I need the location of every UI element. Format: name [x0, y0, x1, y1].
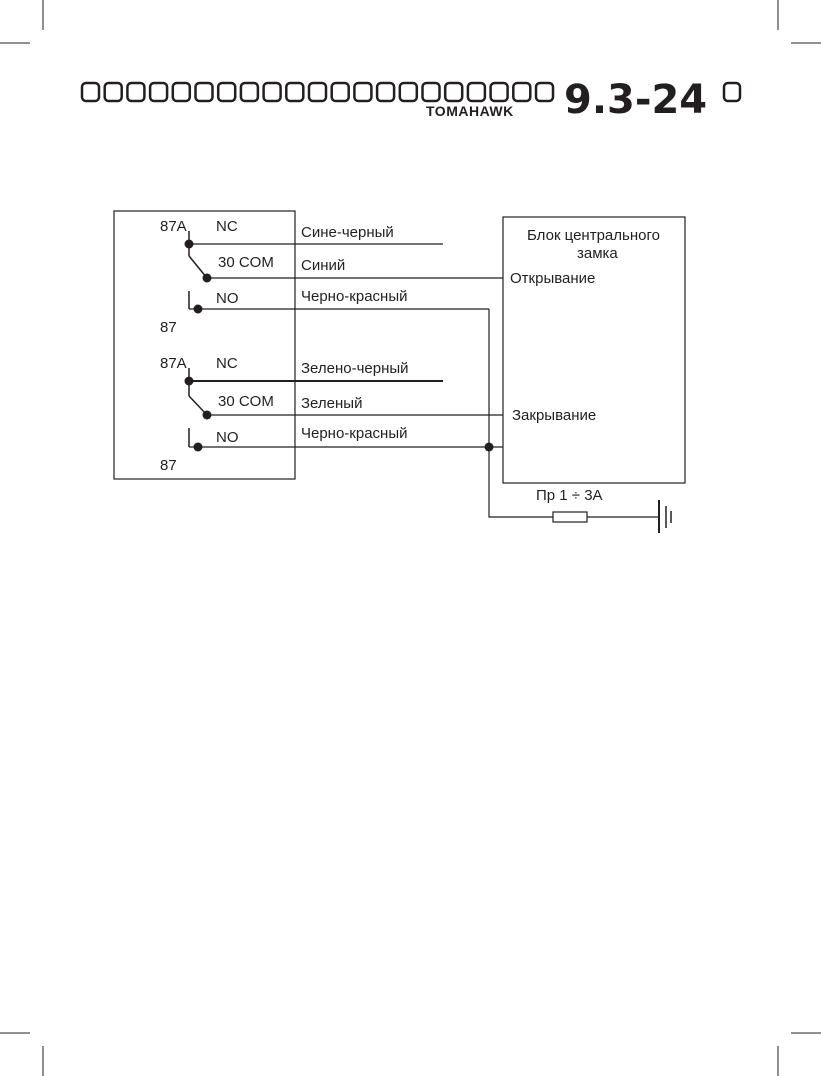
header-placeholder-box	[398, 81, 419, 103]
header-placeholder-box	[194, 81, 214, 103]
header-placeholder-box	[80, 81, 101, 103]
header-placeholder-box	[512, 81, 532, 103]
brand-name: TOMAHAWK	[426, 103, 514, 119]
relay1-no-wire-label: Черно-красный	[301, 288, 408, 305]
relay1-com-wire-label: Синий	[301, 257, 345, 274]
header-trailing-box	[722, 81, 742, 103]
relay2-nc-wire-label: Зелено-черный	[301, 360, 409, 377]
relay1-nc-pin: 87A	[160, 218, 187, 235]
header-placeholder-box	[171, 81, 192, 103]
relay1-no-label: NO	[216, 290, 239, 307]
header-placeholder-box	[103, 81, 123, 103]
header-placeholder-box	[330, 81, 350, 103]
header-placeholder-box	[307, 81, 328, 103]
header-placeholder-box	[262, 81, 282, 103]
relay2-nc-pin: 87A	[160, 355, 187, 372]
close-terminal-label: Закрывание	[512, 407, 596, 424]
header-placeholder-box	[375, 81, 396, 103]
open-terminal-label: Открывание	[510, 270, 595, 287]
header-placeholder-box	[216, 81, 237, 103]
relay-box	[113, 210, 296, 480]
header-placeholder-box	[466, 81, 487, 103]
relay1-switch-arm	[188, 255, 208, 279]
central-lock-title-2: замка	[577, 245, 618, 262]
relay1-com-label: 30 COM	[218, 254, 274, 271]
header-placeholder-box	[534, 81, 555, 103]
relay1-no-pin: 87	[160, 319, 177, 336]
fuse-circuit: Пр 1 ÷ 3А	[536, 487, 672, 533]
relay-block-2: 87A NC Зелено-черный 30 COM Зеленый NO Ч…	[160, 355, 503, 474]
relay-block-1: 87A NC Сине-черный 30 COM Синий NO Черно…	[160, 218, 503, 336]
header-placeholder-box	[148, 81, 169, 103]
relay2-no-wire-label: Черно-красный	[301, 425, 408, 442]
relay2-no-label: NO	[216, 429, 239, 446]
central-lock-box	[502, 216, 686, 484]
fuse-label: Пр 1 ÷ 3А	[536, 487, 603, 504]
relay1-nc-label: NC	[216, 218, 238, 235]
central-lock-title-1: Блок центрального	[527, 227, 660, 244]
header-placeholder-boxes	[80, 81, 555, 103]
fuse-symbol	[552, 511, 588, 523]
central-lock-unit: Блок центрального замка Открывание Закры…	[502, 216, 686, 484]
relay2-com-label: 30 COM	[218, 393, 274, 410]
header-placeholder-box	[443, 81, 464, 103]
header-placeholder-box	[285, 81, 305, 103]
relay2-no-pin: 87	[160, 457, 177, 474]
no-bus-wire	[488, 309, 553, 518]
relay2-nc-label: NC	[216, 355, 238, 372]
header-placeholder-box	[353, 81, 373, 103]
relay2-com-wire-label: Зеленый	[301, 395, 362, 412]
header-placeholder-box	[239, 81, 260, 103]
relay1-nc-wire-label: Сине-черный	[301, 224, 394, 241]
header-placeholder-box	[421, 81, 441, 103]
header-placeholder-box	[126, 81, 146, 103]
model-number: 9.3-24	[564, 77, 707, 123]
header-placeholder-box	[489, 81, 509, 103]
